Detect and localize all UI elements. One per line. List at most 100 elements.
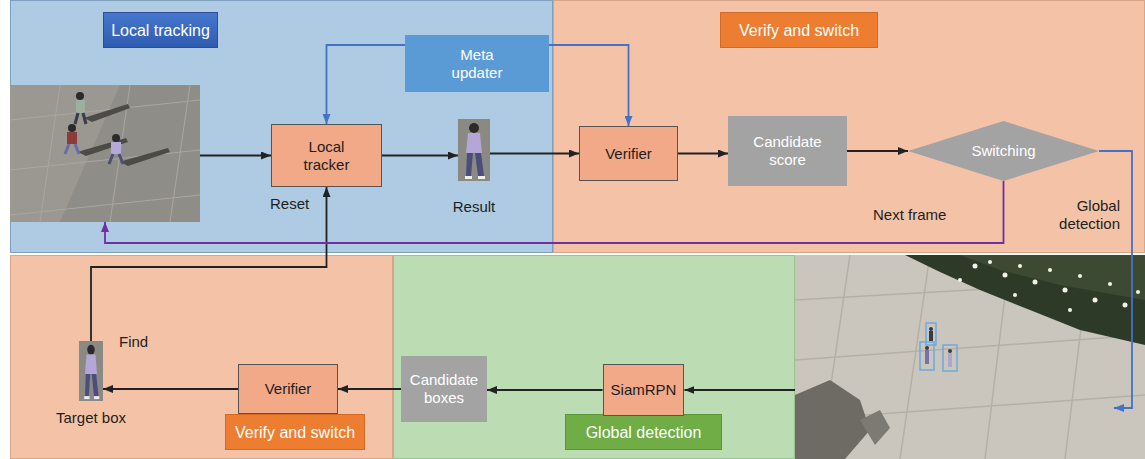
illustration-part — [948, 353, 952, 367]
illustration-part — [929, 331, 933, 341]
illustration-part — [925, 346, 929, 350]
flow-arrow — [549, 45, 629, 126]
illustration-part — [958, 278, 962, 282]
illustration-part — [1093, 298, 1098, 303]
illustration-part — [1033, 280, 1038, 285]
illustration-part — [795, 255, 1145, 459]
region-title: Local tracking — [103, 12, 218, 48]
label-holder: Reset — [270, 195, 330, 213]
process-box: Meta updater — [405, 35, 549, 92]
illustration-part — [925, 350, 929, 364]
illustration-part — [10, 85, 120, 222]
illustration-part — [65, 144, 79, 154]
photo-part — [466, 133, 482, 153]
node-label: Switching — [971, 142, 1035, 160]
illustration-part — [10, 85, 200, 222]
illustration-part — [948, 349, 952, 353]
illustration-part — [1013, 293, 1017, 297]
illustration-part — [920, 342, 934, 370]
node-label: Local tracker — [291, 138, 363, 174]
photo-part — [85, 374, 90, 396]
node-label: Verifier — [605, 145, 652, 163]
photo-part — [94, 396, 99, 399]
illustration-part — [1123, 303, 1128, 308]
input-arrow — [200, 155, 271, 157]
next-frame-arrow — [105, 181, 1004, 243]
annotation-label: Global detection — [1014, 197, 1120, 233]
photo-part — [458, 119, 490, 181]
node-label: SiamRPN — [611, 381, 677, 399]
person-photo — [458, 119, 490, 181]
illustration-part — [75, 113, 86, 124]
photo-part — [465, 176, 472, 179]
illustration-part — [1018, 264, 1022, 268]
illustration-part — [112, 134, 120, 142]
region-title: Verify and switch — [225, 414, 365, 450]
illustration-part — [84, 104, 130, 122]
diamond-shape — [908, 121, 1099, 181]
data-box: Candidate boxes — [401, 356, 487, 422]
illustration-part — [67, 132, 77, 144]
photo-part — [87, 345, 95, 355]
region-band: Global detection SiamRPN Candidate boxes — [393, 255, 795, 459]
process-box: Local tracker — [271, 124, 382, 187]
illustration-part — [68, 124, 76, 132]
decision-diamond: Switching — [908, 121, 1099, 181]
label-holder: Global detection — [1014, 197, 1120, 233]
data-box: Candidate score — [728, 116, 847, 186]
illustration-part — [795, 255, 1145, 459]
image-caption: Target box — [36, 409, 146, 427]
illustration-part — [960, 255, 1145, 300]
label-holder: Next frame — [873, 206, 973, 224]
flow-arrow — [490, 153, 579, 155]
global-detection-arrow — [1099, 151, 1132, 408]
flow-arrow — [338, 388, 401, 390]
illustration-part — [111, 142, 121, 154]
region-band: Verify and switchVerifier Candidate score… — [553, 0, 1145, 253]
photo-part — [466, 153, 473, 176]
photo-part — [79, 341, 103, 401]
illustration-part — [905, 255, 1145, 345]
photo-part — [85, 355, 97, 374]
photo-part — [478, 176, 485, 179]
illustration-part — [78, 138, 128, 156]
illustration-part — [1078, 274, 1082, 278]
illustration-part — [988, 260, 992, 264]
node-label: Candidate boxes — [409, 371, 479, 407]
process-box: SiamRPN — [603, 364, 685, 416]
node-label: Meta updater — [437, 46, 517, 82]
flow-arrow — [487, 389, 603, 391]
global-frame-photo — [795, 255, 1145, 459]
illustration-part — [76, 100, 85, 113]
illustration-part — [860, 410, 890, 445]
illustration-part — [1108, 282, 1112, 286]
photo-part — [475, 153, 484, 176]
illustration-part — [1063, 288, 1068, 293]
photo-part — [84, 396, 89, 399]
photo-part — [92, 374, 99, 396]
image-thumbnail: Result — [458, 119, 490, 181]
illustration-part — [10, 85, 200, 222]
edge-label-holder: Find — [119, 333, 148, 351]
illustration-part — [1003, 273, 1008, 278]
flow-arrow — [103, 388, 238, 390]
illustration-part — [929, 327, 933, 331]
illustration-part — [973, 264, 978, 269]
flow-arrow — [847, 150, 908, 152]
illustration-part — [1136, 290, 1140, 294]
region-title: Global detection — [565, 414, 722, 450]
illustration-part — [958, 260, 1140, 312]
person-photo — [79, 341, 103, 401]
flow-arrow — [382, 155, 458, 157]
illustration-part — [795, 380, 870, 459]
region-band: Verify and switchVerifierTarget box — [10, 255, 393, 459]
process-box: Verifier — [238, 364, 338, 414]
region-title: Verify and switch — [720, 12, 878, 48]
image-caption: Result — [419, 198, 529, 216]
flow-arrow — [678, 153, 728, 155]
input-frame-photo — [10, 85, 200, 222]
node-label: Candidate score — [743, 133, 833, 169]
illustration-part — [943, 345, 957, 371]
illustration-part — [109, 154, 123, 164]
